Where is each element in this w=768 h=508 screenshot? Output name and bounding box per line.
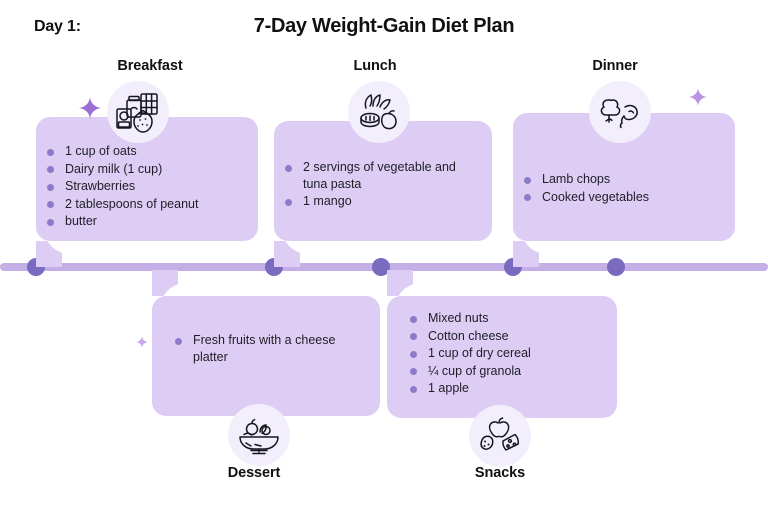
apple-cheese-cracker-icon [469,405,531,467]
meal-heading-breakfast: Breakfast [117,58,183,74]
vegetable-tuna-pasta-icon [348,81,410,143]
meal-heading-dessert: Dessert [227,465,281,481]
card-tail-breakfast [36,241,62,267]
list-item: 1 apple [407,380,603,397]
card-tail-dessert [152,270,178,296]
list-item: Cooked vegetables [521,189,727,206]
card-tail-dinner [513,241,539,267]
list-item: Dairy milk (1 cup) [44,161,254,178]
list-item: Cotton cheese [407,328,603,345]
oats-milk-strawberry-chocolate-icon [107,81,169,143]
list-item: Lamb chops [521,171,727,188]
item-list-breakfast: 1 cup of oats Dairy milk (1 cup) Strawbe… [44,143,254,231]
list-item: Mixed nuts [407,310,603,327]
card-snacks: Mixed nuts Cotton cheese 1 cup of dry ce… [387,296,617,418]
card-tail-snacks [387,270,413,296]
card-tail-lunch [274,241,300,267]
lamb-chop-vegetables-icon [589,81,651,143]
item-list-dessert: Fresh fruits with a cheese platter [172,332,368,366]
timeline-dot-dessert [372,258,390,276]
meal-heading-snacks: Snacks [474,465,526,481]
day-label: Day 1: [34,18,81,35]
sparkle-left-icon [79,97,101,119]
item-list-dinner: Lamb chops Cooked vegetables [521,171,727,206]
timeline-dot-snacks [607,258,625,276]
sparkle-bottom-left-icon [136,336,148,348]
list-item: butter [44,213,254,230]
list-item: 1 mango [282,193,482,210]
page-title: 7-Day Weight-Gain Diet Plan [253,15,515,37]
list-item: 1 cup of oats [44,143,254,160]
list-item: ¼ cup of granola [407,363,603,380]
list-item: Fresh fruits with a cheese platter [172,332,368,365]
meal-heading-lunch: Lunch [353,58,397,74]
item-list-lunch: 2 servings of vegetable and tuna pasta 1… [282,159,482,211]
card-dessert: Fresh fruits with a cheese platter [152,296,380,416]
list-item: 1 cup of dry cereal [407,345,603,362]
item-list-snacks: Mixed nuts Cotton cheese 1 cup of dry ce… [407,310,603,398]
list-item: 2 tablespoons of peanut [44,196,254,213]
meal-heading-dinner: Dinner [592,58,638,74]
sparkle-right-icon [689,88,707,106]
list-item: 2 servings of vegetable and tuna pasta [282,159,482,192]
list-item: Strawberries [44,178,254,195]
fruit-cheese-platter-icon [228,404,290,466]
